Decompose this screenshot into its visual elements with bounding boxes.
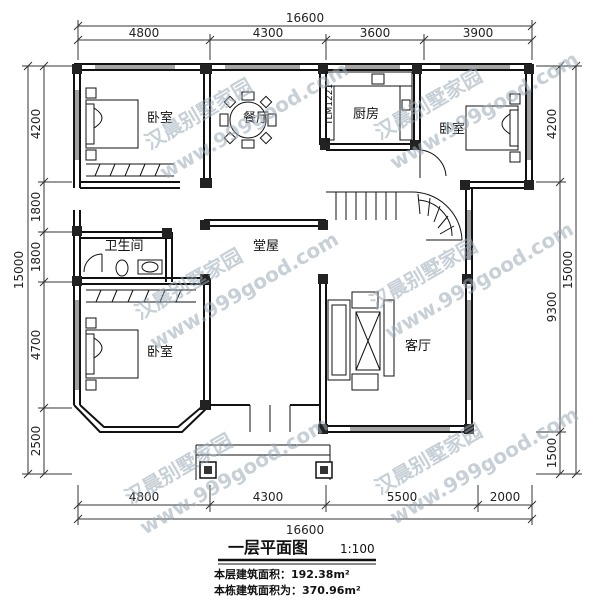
bottom-dimension-2: 4300 xyxy=(253,490,284,504)
bed-nw xyxy=(85,87,139,161)
total-area: 本栋建筑面积为：370.96m² xyxy=(214,583,361,597)
dining-table xyxy=(219,91,277,149)
bottom-dimension-1: 4800 xyxy=(129,490,160,504)
top-total-dimension: 16600 xyxy=(286,11,324,25)
bathroom-fixtures xyxy=(83,253,163,277)
windows xyxy=(75,65,531,431)
top-dimension-chain xyxy=(73,20,537,60)
door-ne-bedroom xyxy=(419,149,447,178)
right-dimension-2: 9300 xyxy=(545,292,559,323)
top-dimension-2: 4300 xyxy=(253,26,284,40)
room-label-bedroom-nw: 卧室 xyxy=(147,110,173,126)
left-dimension-1: 4200 xyxy=(29,109,43,140)
room-label-bedroom-sw: 卧室 xyxy=(147,344,173,360)
left-dimension-3: 1800 xyxy=(29,242,43,273)
room-label-living: 客厅 xyxy=(405,338,431,354)
bottom-dimension-chain xyxy=(73,485,537,525)
left-dimension-chain xyxy=(22,61,72,479)
top-dimension-3: 3600 xyxy=(360,26,391,40)
right-dimension-chain xyxy=(536,61,582,479)
staircase xyxy=(326,191,463,241)
right-dimension-1: 4200 xyxy=(545,109,559,140)
top-dimension-1: 4800 xyxy=(129,26,160,40)
room-label-kitchen: 厨房 xyxy=(353,106,379,122)
bottom-total-dimension: 16600 xyxy=(286,523,324,537)
left-dimension-5: 2500 xyxy=(29,426,43,457)
drawing-title: 一层平面图 xyxy=(228,538,308,557)
bed-ne xyxy=(465,93,521,163)
room-label-bedroom-ne: 卧室 xyxy=(439,121,465,137)
sofa-set xyxy=(327,291,395,391)
top-dimension-4: 3900 xyxy=(463,26,494,40)
bed-sw xyxy=(85,317,139,391)
columns xyxy=(72,64,534,434)
room-label-hall: 堂屋 xyxy=(253,239,279,254)
bottom-dimension-3: 5500 xyxy=(387,490,418,504)
drawing-scale: 1:100 xyxy=(340,542,375,556)
bottom-dimension-4: 2000 xyxy=(490,490,521,504)
right-total-dimension: 15000 xyxy=(561,251,575,289)
left-total-dimension: 15000 xyxy=(12,251,26,289)
kitchen-counter xyxy=(325,71,413,141)
interior-walls xyxy=(80,70,532,432)
left-dimension-4: 4700 xyxy=(29,330,43,361)
wardrobes xyxy=(86,163,196,303)
left-dimension-2: 1800 xyxy=(29,192,43,223)
window-tag: TLM1221 xyxy=(325,84,335,126)
exterior-walls xyxy=(73,63,533,433)
room-label-dining: 餐厅 xyxy=(243,110,269,126)
floor-area: 本层建筑面积：192.38m² xyxy=(214,567,350,581)
room-label-bathroom: 卫生间 xyxy=(104,239,143,254)
right-dimension-3: 1500 xyxy=(545,438,559,469)
